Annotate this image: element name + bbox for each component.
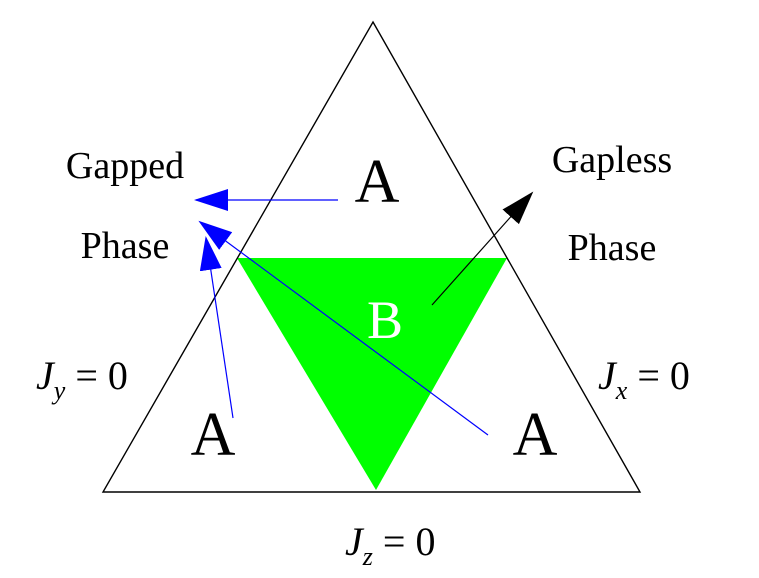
gapless-label-line1: Gapless [552,139,672,181]
jx-sub: x [615,376,628,405]
region-a-right-label: A [513,401,558,469]
gapless-arrow-from-b [431,191,534,306]
jx-rest: = 0 [627,353,690,398]
gapped-label-line1: Gapped [66,145,184,187]
jz-var: J [345,519,365,564]
region-a-top-label: A [355,148,400,216]
jz-sub: z [362,542,373,571]
jy-rest: = 0 [65,353,128,398]
gapped-arrow-from-left-a [199,236,234,419]
region-b-label: B [367,290,403,350]
gapless-label-line2: Phase [568,227,657,269]
jy-var: J [36,353,56,398]
region-b-triangle [237,258,507,490]
outer-triangle [101,20,642,493]
jy-boundary-label: Jy = 0 [36,353,128,405]
jx-var: J [598,353,618,398]
jy-sub: y [51,376,66,405]
gapped-label-line2: Phase [81,225,170,267]
jz-boundary-label: Jz = 0 [345,519,435,571]
jx-boundary-label: Jx = 0 [598,353,690,405]
region-a-left-label: A [191,401,236,469]
gapped-arrow-from-right-a [198,220,489,436]
jz-rest: = 0 [373,519,436,564]
